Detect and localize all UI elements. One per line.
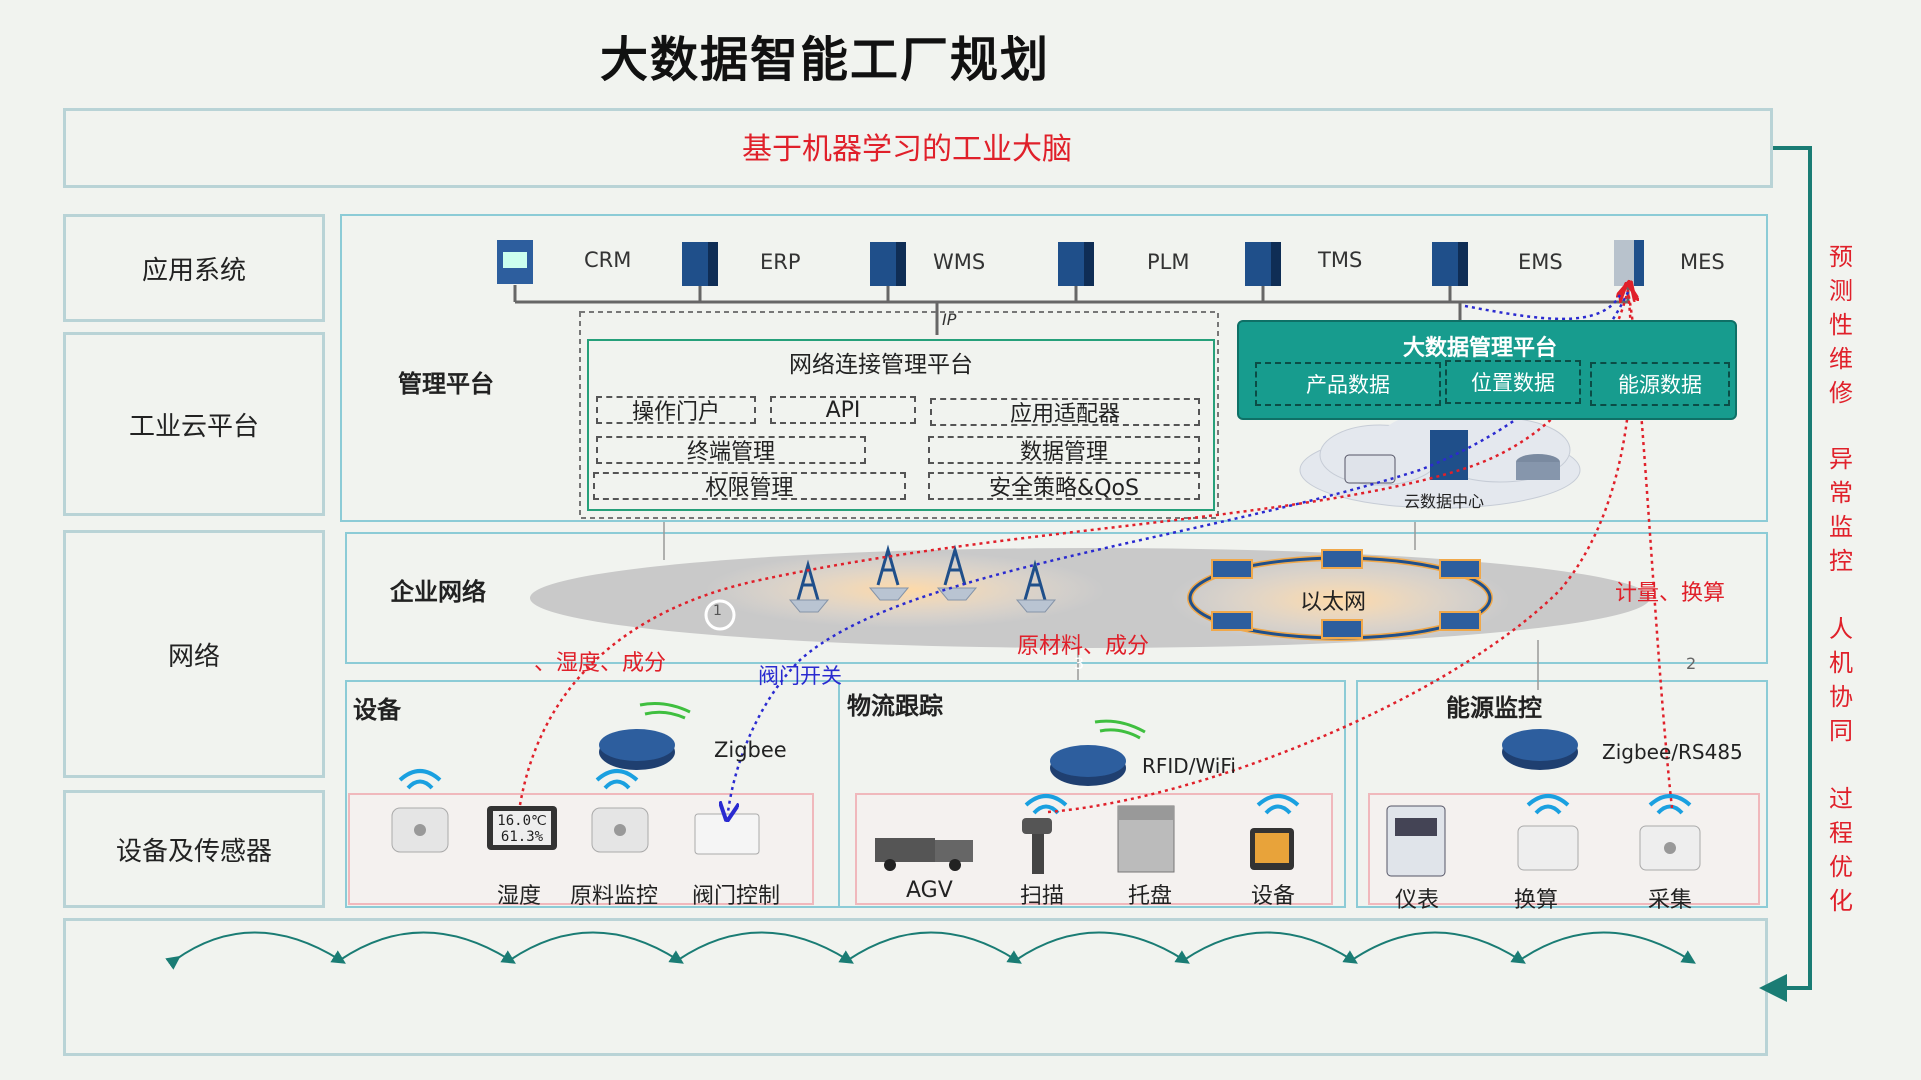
- meter-icon: [1386, 805, 1446, 877]
- zone-energy-protocol: Zigbee/RS485: [1602, 740, 1743, 764]
- server-icon-plm: [1058, 242, 1094, 286]
- marker-1: 1: [713, 603, 722, 619]
- equipment-item-humidity: 湿度: [497, 884, 542, 909]
- energy-item-meter: 仪表: [1395, 888, 1440, 913]
- annotation-humidity: 、湿度、成分: [534, 651, 667, 676]
- cell-portal: 操作门户: [596, 396, 756, 425]
- humidity-display-icon: [487, 806, 557, 850]
- scanner-icon: [1022, 818, 1052, 874]
- system-label-tms: TMS: [1318, 248, 1363, 272]
- tablet-icon: [1250, 828, 1294, 870]
- layer-cloud: 工业云平台: [63, 332, 325, 516]
- ethernet-switches: [1211, 549, 1481, 639]
- pallet-icon: [1117, 805, 1175, 873]
- management-label: 管理平台: [398, 370, 494, 398]
- management-outer-dash: [579, 311, 1219, 519]
- feedback-loop-line: [1759, 146, 1812, 1002]
- server-icon-wms: [870, 242, 906, 286]
- converter-icon: [1517, 825, 1579, 871]
- cell-adapter: 应用适配器: [930, 398, 1200, 427]
- server-icon-tms: [1245, 242, 1281, 286]
- zone-logistics-frame: [838, 680, 1346, 908]
- agv-truck-icon: [875, 838, 973, 871]
- zone-energy-frame: [1356, 680, 1768, 908]
- router-icon-energy: [1502, 729, 1578, 770]
- zone-equipment-title: 设备: [353, 696, 401, 724]
- bottom-arcs: [165, 931, 1696, 970]
- valve-controller-icon: [694, 813, 760, 855]
- management-platform-title: 网络连接管理平台: [789, 352, 973, 378]
- energy-item-collect: 采集: [1648, 888, 1693, 913]
- marker-1-circle: [704, 599, 736, 631]
- layer-network: 网络: [63, 530, 325, 778]
- equipment-item-material: 原料监控: [570, 884, 659, 909]
- cell-api: API: [770, 396, 916, 424]
- system-label-wms: WMS: [933, 250, 986, 274]
- bigdata-energy: 能源数据: [1590, 362, 1730, 406]
- system-label-erp: ERP: [760, 250, 801, 274]
- server-icon-mes: [1614, 240, 1644, 286]
- sidebar-process: 过程优化: [1829, 785, 1853, 915]
- layer-application: 应用系统: [63, 214, 325, 322]
- ethernet-label: 以太网: [1300, 590, 1367, 615]
- sidebar-predictive: 预测性维修: [1829, 243, 1853, 407]
- brain-banner: [63, 108, 1773, 188]
- logistics-item-agv: AGV: [906, 878, 953, 903]
- zone-equipment-protocol: Zigbee: [714, 738, 787, 762]
- server-icon-ems: [1432, 242, 1468, 286]
- tower-bases: [788, 587, 1057, 613]
- zone-logistics-title: 物流跟踪: [847, 692, 943, 720]
- marker-2: 2: [1686, 654, 1697, 673]
- sidebar-anomaly: 异常监控: [1829, 445, 1853, 575]
- cloud-center-label: 云数据中心: [1404, 492, 1485, 511]
- annotation-metering: 计量、换算: [1615, 581, 1726, 606]
- logistics-item-device: 设备: [1251, 884, 1296, 909]
- annotation-valve: 阀门开关: [758, 664, 842, 688]
- server-icon-crm: [497, 240, 533, 284]
- annotation-materials: 原材料、成分: [1017, 634, 1150, 659]
- collector-icon: [1639, 825, 1701, 871]
- layer-devices: 设备及传感器: [63, 790, 325, 908]
- signal-arcs: [639, 702, 1146, 740]
- bigdata-location: 位置数据: [1445, 360, 1581, 404]
- system-label-ems: EMS: [1518, 250, 1563, 274]
- system-label-crm: CRM: [584, 248, 632, 272]
- thin-connectors: [663, 522, 1539, 690]
- app-cloud-frame: [340, 214, 1768, 522]
- wifi-icons: [398, 769, 1692, 815]
- sensor-icon-1: [391, 807, 449, 853]
- bigdata-title: 大数据管理平台: [1403, 336, 1558, 361]
- cloud-shape: [1299, 412, 1581, 509]
- router-icon-rfid: [1050, 745, 1126, 786]
- red-data-flows: [518, 290, 1674, 814]
- ip-label: IP: [942, 310, 957, 329]
- enterprise-network-label: 企业网络: [390, 578, 486, 606]
- zone-energy-title: 能源监控: [1446, 694, 1542, 722]
- cell-permission: 权限管理: [593, 472, 906, 501]
- server-icon-erp: [682, 242, 718, 286]
- marker-3: 3: [1074, 654, 1085, 673]
- system-label-plm: PLM: [1147, 250, 1190, 274]
- humidity-display-value: 16.0℃ 61.3%: [497, 813, 547, 845]
- cell-data: 数据管理: [928, 436, 1200, 465]
- sensor-icon-2: [591, 807, 649, 853]
- sidebar-hmi: 人机协同: [1829, 615, 1853, 745]
- management-inner-frame: [587, 339, 1215, 511]
- bigdata-product: 产品数据: [1255, 362, 1441, 406]
- logistics-item-pallet: 托盘: [1128, 884, 1173, 909]
- cell-security: 安全策略&QoS: [928, 472, 1200, 501]
- brain-label: 基于机器学习的工业大脑: [742, 132, 1072, 167]
- system-label-mes: MES: [1680, 250, 1725, 274]
- logistics-item-scan: 扫描: [1020, 884, 1065, 909]
- equipment-item-valve: 阀门控制: [692, 884, 781, 909]
- energy-item-convert: 换算: [1514, 888, 1559, 913]
- page-title: 大数据智能工厂规划: [600, 32, 1051, 88]
- cell-terminal: 终端管理: [596, 436, 866, 465]
- wireless-towers: [796, 544, 1047, 601]
- zone-logistics-protocol: RFID/WiFi: [1142, 754, 1236, 778]
- router-icon-zigbee: [599, 729, 675, 770]
